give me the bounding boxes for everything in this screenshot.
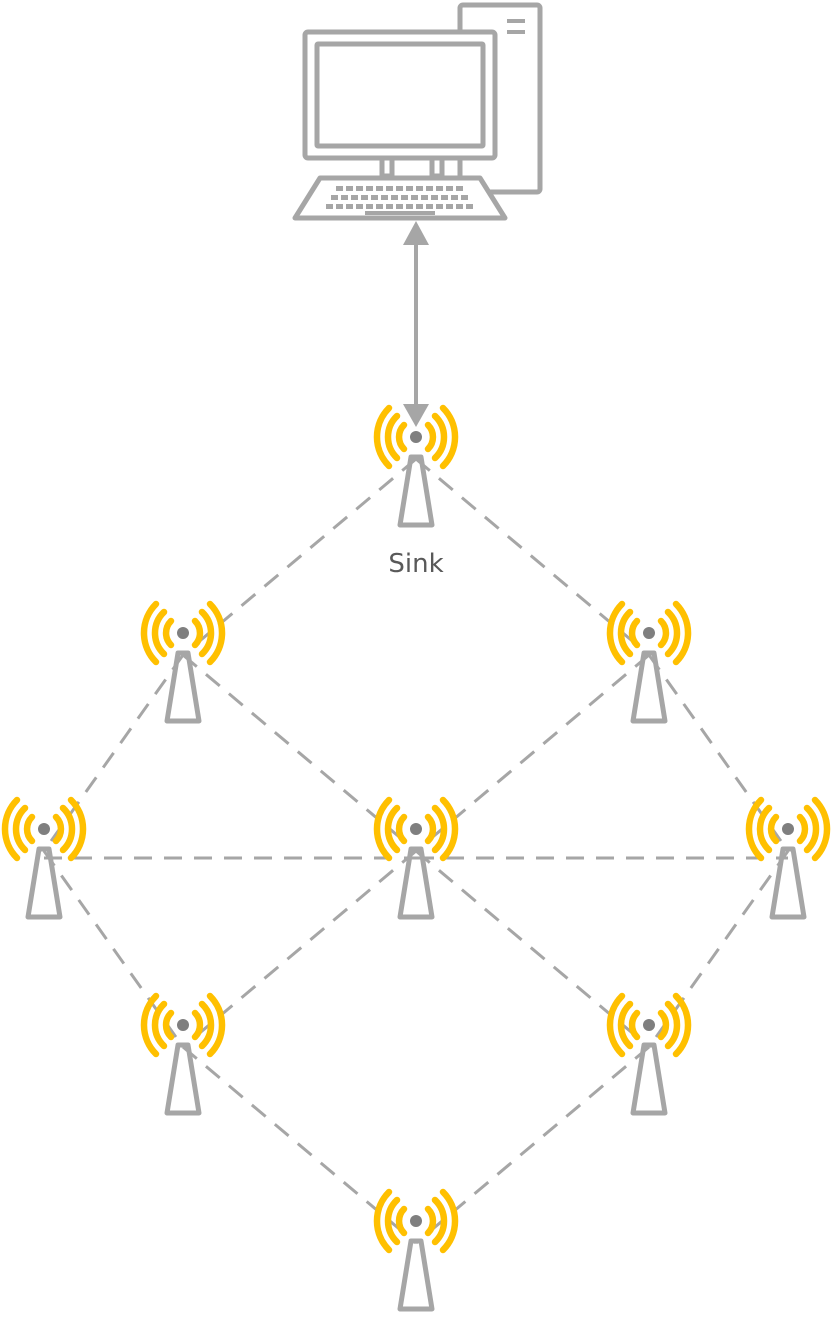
arrow-down-head [403, 404, 429, 427]
link-sink-to-node-upper-right [415, 457, 650, 657]
link-node-upper-left-to-node-far-left [42, 654, 185, 852]
link-sink-to-node-upper-left [182, 457, 417, 657]
sink-label: Sink [388, 549, 443, 579]
wireless-antenna-icon [610, 604, 688, 721]
link-node-center-to-node-lower-right [415, 849, 650, 1049]
link-node-lower-right-to-node-bottom [415, 1045, 650, 1245]
wireless-antenna-icon [144, 996, 222, 1113]
wireless-antenna-icon [144, 604, 222, 721]
link-node-lower-left-to-node-bottom [182, 1045, 417, 1245]
link-node-upper-right-to-node-far-right [647, 654, 790, 852]
link-node-upper-left-to-node-center [182, 653, 417, 853]
uplink-arrow [403, 221, 429, 427]
keyboard-keys [326, 186, 473, 215]
link-node-far-right-to-node-lower-right [647, 850, 790, 1048]
desktop-computer-icon [292, 2, 543, 221]
arrow-up-head [403, 221, 429, 245]
wireless-antenna-icon [377, 1192, 455, 1309]
link-node-far-left-to-node-lower-left [42, 850, 185, 1048]
link-node-upper-right-to-node-center [415, 653, 650, 853]
wireless-antenna-icon [610, 996, 688, 1113]
link-node-center-to-node-lower-left [182, 849, 417, 1049]
